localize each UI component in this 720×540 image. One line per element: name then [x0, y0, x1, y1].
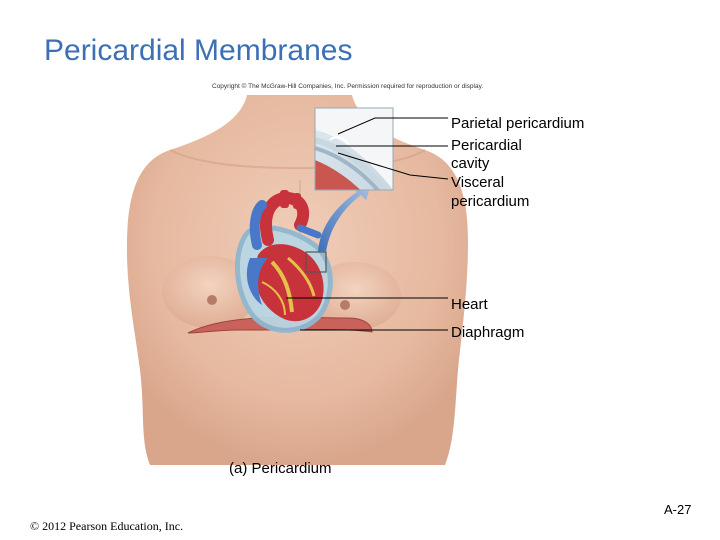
- label-heart: Heart: [451, 296, 488, 313]
- heart-illustration: [234, 190, 333, 333]
- copyright-notice: Copyright © The McGraw-Hill Companies, I…: [212, 83, 484, 90]
- label-visceral-pericardium-1: Visceral: [451, 174, 505, 191]
- page-number: A-27: [664, 502, 692, 517]
- label-pericardial-cavity-2: cavity: [451, 155, 490, 172]
- pericardium-inset: [314, 107, 394, 191]
- label-diaphragm: Diaphragm: [451, 324, 525, 341]
- label-visceral-pericardium-2: pericardium: [451, 193, 530, 210]
- slide-title: Pericardial Membranes: [44, 34, 353, 67]
- leader-lines: [286, 117, 449, 331]
- label-parietal-pericardium: Parietal pericardium: [451, 115, 585, 132]
- label-pericardial-cavity-1: Pericardial: [451, 137, 522, 154]
- footer-copyright: © 2012 Pearson Education, Inc.: [30, 519, 184, 533]
- figure-caption: (a) Pericardium: [229, 460, 332, 477]
